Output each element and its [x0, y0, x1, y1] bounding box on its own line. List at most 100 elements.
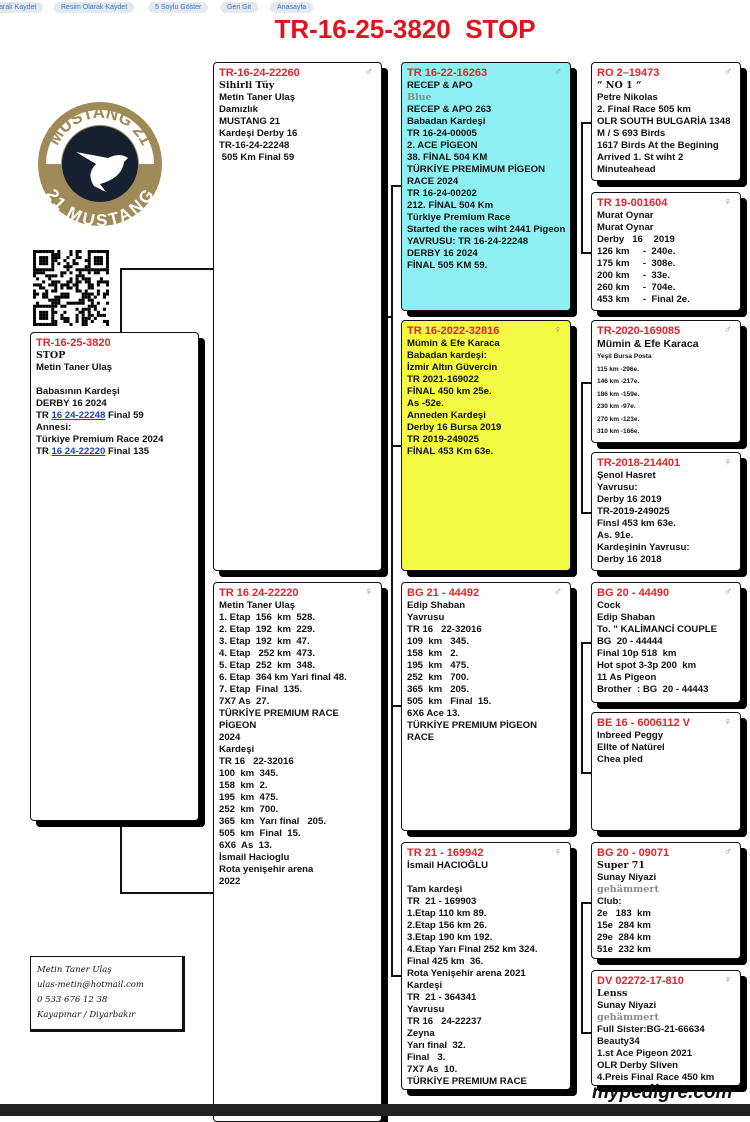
- qr-module: [45, 274, 49, 278]
- owner-name: Metin Taner Ulaş: [36, 362, 113, 373]
- qr-module: [75, 319, 79, 323]
- detail-line: 195 km 475.: [219, 792, 279, 803]
- connector: [120, 892, 213, 894]
- qr-module: [51, 304, 55, 308]
- qr-module: [45, 322, 49, 326]
- qr-module: [75, 268, 79, 272]
- qr-module: [81, 301, 85, 305]
- detail-line: PİGEON: [219, 720, 257, 731]
- qr-module: [51, 274, 55, 278]
- qr-module: [51, 268, 55, 272]
- qr-module: [87, 253, 91, 257]
- show-5-generations-button[interactable]: 5 Soylu Göster: [148, 2, 209, 13]
- male-icon: ♂: [723, 586, 732, 598]
- detail-line: TÜRKİYE PREMIUM RACE: [219, 708, 339, 719]
- qr-module: [87, 259, 91, 263]
- qr-module: [48, 298, 52, 302]
- page-title: TR-16-25-3820 STOP: [274, 14, 536, 44]
- qr-module: [57, 298, 61, 302]
- qr-module: [75, 286, 79, 290]
- owner-contact-card: Metin Taner Ulaş ulas-metin@hotmail.com …: [30, 956, 185, 1032]
- ring-number: TR 16-2022-32816: [407, 325, 500, 337]
- qr-module: [51, 256, 55, 260]
- detail-line: 3.Etap 190 km 192.: [407, 932, 493, 943]
- qr-module: [99, 262, 103, 266]
- subject-pigeon-card[interactable]: TR-16-25-3820 STOP Metin Taner Ulaş Baba…: [30, 332, 199, 821]
- save-image-button[interactable]: Resim Olarak Kaydet: [54, 2, 135, 13]
- note-line: TR 16 24-22220 Final 135: [36, 446, 193, 458]
- detail-line: Edip Shaban: [407, 600, 466, 611]
- sibling-link[interactable]: 16 24-22248: [51, 410, 106, 421]
- qr-module: [54, 253, 58, 257]
- qr-module: [54, 319, 58, 323]
- detail-line: [407, 872, 565, 884]
- detail-line: gehämmert: [597, 884, 659, 895]
- connector: [120, 820, 122, 892]
- qr-module: [93, 271, 97, 275]
- detail-line: Yeşil Bursa Posta: [597, 353, 652, 360]
- detail-line: 3. Etap 192 km 47.: [219, 636, 310, 647]
- detail-line: Club:: [597, 896, 622, 907]
- home-button[interactable]: Anasayfa: [270, 2, 314, 13]
- qr-module: [48, 304, 52, 308]
- save-pdf-button[interactable]: arak Kaydet: [0, 2, 44, 13]
- go-back-button[interactable]: Geri Git: [220, 2, 259, 13]
- qr-module: [33, 295, 37, 299]
- qr-module: [102, 280, 106, 284]
- qr-module: [54, 322, 58, 326]
- qr-module: [33, 259, 37, 263]
- qr-module: [42, 250, 46, 254]
- detail-line: Rota Yenişehir arena 2021: [407, 968, 526, 979]
- qr-module: [87, 304, 91, 308]
- brand-watermark: mypedigre.com: [592, 1082, 733, 1103]
- qr-module: [36, 322, 40, 326]
- qr-module: [87, 307, 91, 311]
- female-icon: ♀: [553, 324, 562, 336]
- connector: [581, 642, 583, 772]
- male-icon: ♂: [553, 66, 562, 78]
- detail-line: 175 km - 308e.: [597, 258, 676, 269]
- qr-module: [87, 250, 91, 254]
- qr-module: [39, 259, 43, 263]
- qr-module: [51, 250, 55, 254]
- qr-module: [105, 259, 109, 263]
- qr-module: [84, 268, 88, 272]
- detail-line: Derby 16 Bursa 2019: [407, 422, 502, 433]
- qr-module: [84, 280, 88, 284]
- qr-module: [105, 268, 109, 272]
- detail-line: 2e 183 km: [597, 908, 651, 919]
- dam-link[interactable]: 16 24-22220: [51, 446, 106, 457]
- qr-module: [102, 268, 106, 272]
- mustang-logo: MUSTANG 21 21 MUSTANG: [38, 102, 162, 228]
- qr-module: [105, 265, 109, 269]
- detail-line: TR-16-24-22248: [219, 140, 290, 151]
- qr-module: [72, 283, 76, 287]
- detail-line: 1. Etap 156 km 528.: [219, 612, 315, 623]
- detail-line: 186 km -159e.: [597, 390, 640, 398]
- detail-line: MUSTANG 21: [219, 116, 281, 127]
- detail-line: Chea pled: [597, 754, 643, 765]
- detail-line: RECEP & APO: [407, 80, 473, 91]
- qr-module: [87, 292, 91, 296]
- detail-line: TR-2019-249025: [597, 506, 670, 517]
- qr-module: [60, 304, 64, 308]
- note-line: Türkiye Premium Race 2024: [36, 434, 164, 445]
- qr-module: [66, 265, 70, 269]
- detail-line: 115 km -296e.: [597, 365, 639, 373]
- qr-module: [63, 316, 67, 320]
